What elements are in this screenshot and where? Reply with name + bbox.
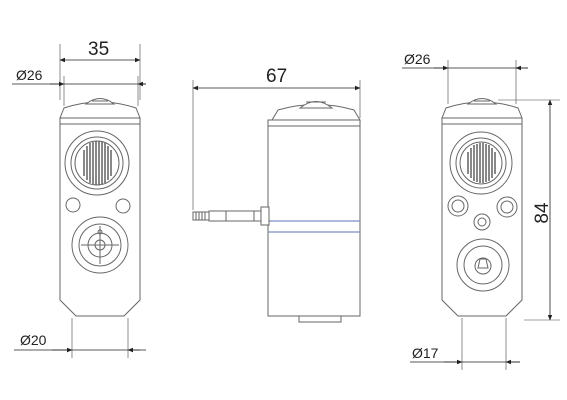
right-view: [441, 98, 523, 317]
left-width-dimension: 35: [59, 39, 141, 100]
left-view: [59, 98, 141, 317]
right-top-diameter-label: Ø26: [404, 51, 431, 67]
left-top-diameter-label: Ø26: [16, 67, 43, 83]
right-top-diameter-dimension: Ø26: [402, 51, 528, 104]
left-bottom-diameter-dimension: Ø20: [14, 318, 146, 358]
right-height-dimension: 84: [498, 99, 560, 321]
right-height-label: 84: [532, 202, 553, 224]
side-length-dimension: 67: [192, 66, 361, 210]
left-top-diameter-dimension: Ø26: [12, 67, 146, 106]
side-view: [192, 101, 361, 323]
right-bottom-diameter-dimension: Ø17: [410, 318, 520, 370]
right-bottom-diameter-label: Ø17: [412, 345, 439, 361]
side-length-label: 67: [266, 66, 287, 87]
left-bottom-diameter-label: Ø20: [20, 332, 47, 348]
left-width-label: 35: [88, 39, 109, 60]
